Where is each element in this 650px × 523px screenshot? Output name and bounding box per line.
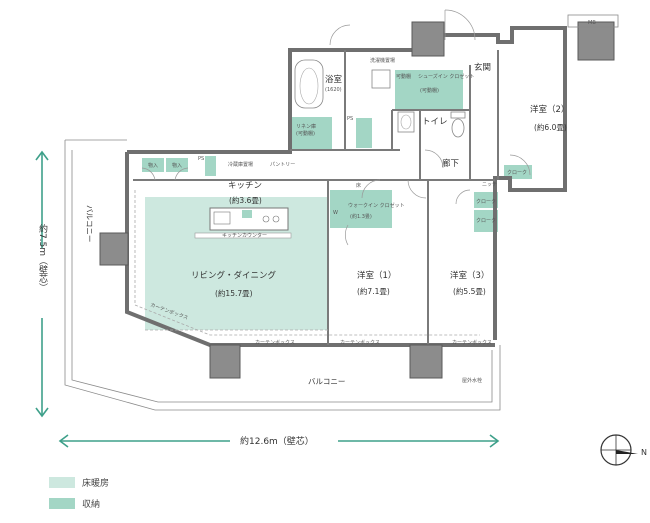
legend-label-floor-heating: 床暖房 xyxy=(82,479,110,489)
label-closet-w2: クローク xyxy=(507,170,527,176)
storage-closet-w2 xyxy=(504,165,532,179)
dimension-vertical xyxy=(35,150,49,418)
label-ps-kitchen: PS xyxy=(198,156,204,162)
column-top-right xyxy=(577,21,615,61)
storage-shoe-closet xyxy=(395,70,463,110)
label-storage1: 物入 xyxy=(148,162,158,169)
column-living-bottom xyxy=(209,344,241,379)
label-balcony-left: バルコニー xyxy=(85,205,94,242)
compass-label: N xyxy=(641,448,647,457)
label-pantry: パントリー xyxy=(270,162,295,168)
room-living-size: (約15.7畳) xyxy=(215,288,253,298)
label-w: W xyxy=(333,210,338,216)
room-entrance: 玄関 xyxy=(474,62,491,73)
label-curtain-box-3: カーテンボックス xyxy=(452,339,492,346)
room-kitchen: キッチン xyxy=(228,181,262,191)
kitchen-island xyxy=(209,207,289,231)
washing-machine-area xyxy=(371,69,391,89)
dimension-horizontal xyxy=(58,434,500,448)
label-floor: 床 xyxy=(356,182,361,189)
dimension-horizontal-label: 約12.6m（壁芯） xyxy=(240,435,314,447)
room-toilet: トイレ xyxy=(422,117,448,127)
label-curtain-box-1: カーテンボックス xyxy=(255,339,295,346)
legend-floor-heating: 床暖房 xyxy=(49,476,109,489)
compass xyxy=(600,434,638,466)
mb-label: MB xyxy=(588,20,596,26)
room-western3-size: (約5.5畳) xyxy=(453,286,486,296)
label-linen-shelf: (可動棚) xyxy=(296,130,315,137)
label-balcony-bottom: バルコニー xyxy=(308,377,345,386)
room-western2: 洋室（2） xyxy=(530,104,569,115)
label-storage2: 物入 xyxy=(172,162,182,169)
label-wash-machine: 洗濯機置場 xyxy=(370,57,395,64)
entrance-door xyxy=(444,9,476,41)
bathtub xyxy=(294,59,324,109)
label-walkin-size: (約1.3畳) xyxy=(350,213,372,220)
compass-arrow-icon xyxy=(616,450,638,454)
storage-closet-w3a xyxy=(474,192,498,208)
room-hall: 廊下 xyxy=(442,158,460,169)
column-bedroom-bottom xyxy=(409,344,443,379)
dimension-vertical-label: 約7.5m（壁芯） xyxy=(37,223,48,292)
column-balcony-left xyxy=(99,232,129,266)
room-bath-size: (1620) xyxy=(325,87,342,93)
label-shoe-closet: シューズイン クロゼット xyxy=(418,73,474,80)
storage-kitchen-1 xyxy=(142,158,164,172)
storage-closet-w3b xyxy=(474,210,498,232)
storage-kitchen-2 xyxy=(166,158,188,172)
room-western2-size: (約6.0畳) xyxy=(534,122,567,132)
label-linen: リネン庫 xyxy=(296,123,316,130)
washbasin xyxy=(397,111,415,133)
label-fridge: 冷蔵庫置場 xyxy=(228,161,253,168)
label-shoe-closet-note: (可動棚) xyxy=(420,87,439,94)
label-kitchen-counter: キッチンカウンター xyxy=(222,232,267,239)
toilet-fixture xyxy=(451,118,465,138)
column-top-left xyxy=(411,21,445,57)
legend-label-storage: 収納 xyxy=(82,500,101,510)
label-movable-shelf: 可動棚 xyxy=(396,73,411,80)
outer-wall xyxy=(127,26,567,340)
room-bath: 浴室 xyxy=(325,74,343,85)
legend-swatch-storage xyxy=(49,498,75,509)
legend-swatch-floor-heating xyxy=(49,477,75,488)
label-walkin: ウォークイン クロゼット xyxy=(348,202,405,209)
legend-storage: 収納 xyxy=(49,497,100,510)
label-curtain-box-2: カーテンボックス xyxy=(340,339,380,346)
storage-walkin xyxy=(330,190,392,228)
storage-pantry xyxy=(205,156,216,176)
label-outdoor-faucet: 屋外水栓 xyxy=(462,377,482,384)
label-closet-w3b: クローク xyxy=(476,218,496,224)
room-kitchen-size: (約3.6畳) xyxy=(229,195,262,205)
room-western3: 洋室（3） xyxy=(450,270,489,281)
room-living: リビング・ダイニング xyxy=(191,270,277,281)
label-ps: PS xyxy=(347,116,353,122)
room-western1-size: (約7.1畳) xyxy=(357,286,390,296)
storage-bath-cabinet xyxy=(290,117,332,150)
room-western1: 洋室（1） xyxy=(357,270,396,281)
storage-linen xyxy=(356,118,372,148)
label-niche: ニッチ xyxy=(482,182,497,188)
label-closet-w3a: クローク xyxy=(476,199,496,205)
